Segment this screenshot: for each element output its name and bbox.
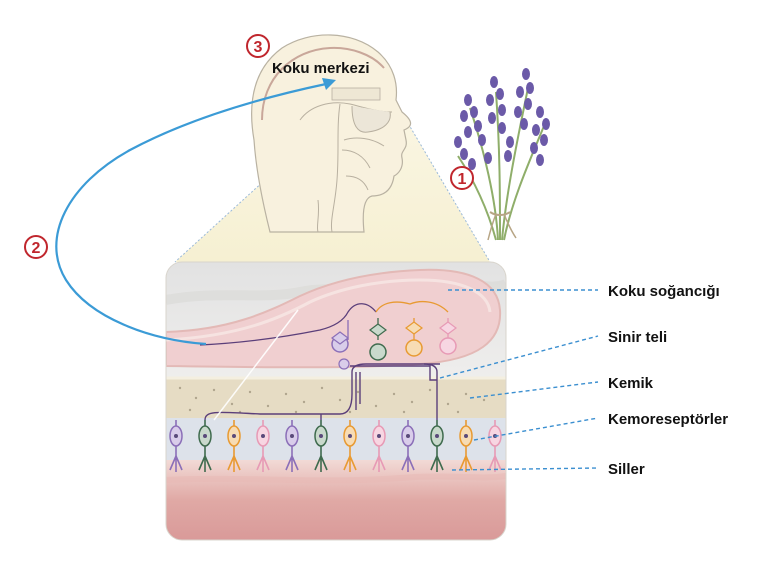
lavender-icon bbox=[454, 68, 550, 241]
label-siller: Siller bbox=[608, 461, 645, 478]
label-koku-merkezi: Koku merkezi bbox=[272, 60, 370, 77]
mucosa-layer bbox=[166, 460, 506, 540]
step-3-marker: 3 bbox=[246, 34, 270, 58]
step-1-marker: 1 bbox=[450, 166, 474, 190]
receptor-cells bbox=[169, 420, 502, 472]
head-profile-icon bbox=[251, 34, 412, 233]
epithelium-layer bbox=[166, 418, 506, 460]
label-kemik: Kemik bbox=[608, 375, 654, 392]
step-1-number: 1 bbox=[458, 171, 467, 188]
label-kemoreseptorler: Kemoreseptörler bbox=[608, 411, 728, 428]
bulb-neurons bbox=[199, 300, 457, 370]
label-sinir-teli: Sinir teli bbox=[608, 329, 667, 346]
axon-bundle bbox=[204, 363, 440, 421]
step-2-marker: 2 bbox=[24, 235, 48, 259]
step-2-number: 2 bbox=[32, 240, 41, 257]
label-leaders bbox=[439, 289, 599, 471]
pathway-arrowhead bbox=[322, 78, 336, 90]
signal-pathway bbox=[55, 82, 327, 346]
step-3-number: 3 bbox=[254, 39, 263, 56]
bone-layer bbox=[166, 378, 506, 418]
label-koku-sogancigi: Koku soğancığı bbox=[608, 283, 720, 300]
olfactory-inset bbox=[166, 262, 506, 540]
